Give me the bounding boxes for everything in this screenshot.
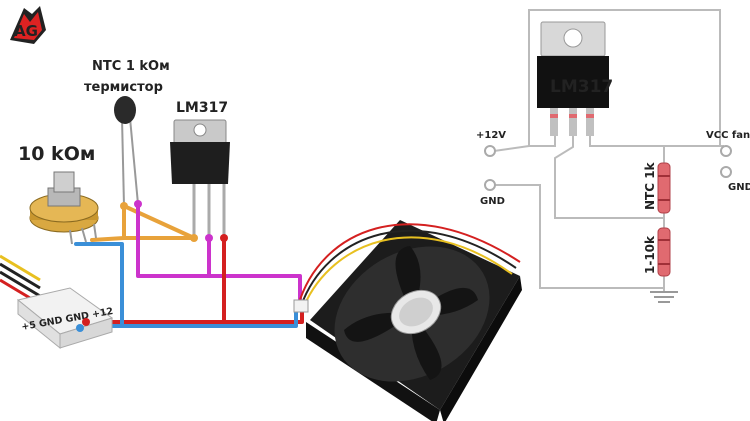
terminal-plus12v	[484, 145, 496, 157]
label-gnd-left: GND	[480, 196, 505, 207]
logo-icon: AG	[10, 6, 46, 44]
pin-red	[220, 234, 228, 242]
lm317-chip-right	[537, 21, 609, 136]
lm317-chip-left	[170, 119, 230, 238]
wire-orange	[90, 204, 196, 242]
fan-plug	[293, 299, 309, 313]
terminal-gnd-left	[484, 179, 496, 191]
ntc-label-1: NTC 1 kOм	[92, 59, 170, 74]
connector-pin-red	[82, 318, 90, 326]
label-vcc-fan: VCC fan	[706, 130, 750, 141]
ntc-label-2: термистор	[84, 80, 163, 95]
pot-label: 10 kOм	[18, 143, 95, 165]
sch-wire-output	[589, 136, 724, 147]
potentiometer	[29, 171, 99, 245]
ntc-resistor	[657, 162, 671, 214]
res-label: 1-10k	[643, 235, 657, 274]
wires	[74, 202, 304, 328]
junction-orange	[120, 202, 128, 210]
terminal-vcc-fan	[720, 145, 732, 157]
junction-magenta	[134, 200, 142, 208]
logo-text: AG	[14, 22, 38, 40]
ntc-resistor-label: NTC 1k	[643, 161, 657, 210]
connector-pin-blue	[76, 324, 84, 332]
sch-wire-input	[493, 136, 556, 152]
wire-magenta	[136, 202, 211, 278]
pin-orange	[190, 234, 198, 242]
label-plus12v: +12V	[476, 130, 506, 141]
sch-wire-adj	[554, 136, 664, 219]
sch-wire-top	[528, 9, 721, 146]
terminal-gnd-right	[720, 166, 732, 178]
fan	[306, 220, 522, 421]
resistor-1-10k	[657, 227, 671, 277]
ground-symbol	[650, 291, 678, 303]
label-gnd-right: GND	[728, 182, 750, 193]
molex-connector: +5 GND GND +12	[16, 287, 114, 350]
wire-red-2	[222, 310, 304, 324]
wire-magenta-2	[207, 274, 302, 308]
wire-blue-2	[120, 310, 298, 328]
pin-magenta	[205, 234, 213, 242]
ntc-thermistor	[114, 96, 139, 207]
sch-wire-gnd	[494, 184, 664, 289]
lm317-right-label: LM317	[550, 77, 613, 97]
lm317-left-label: LM317	[176, 100, 228, 116]
fan-cable	[297, 223, 521, 307]
schematic	[493, 9, 724, 292]
